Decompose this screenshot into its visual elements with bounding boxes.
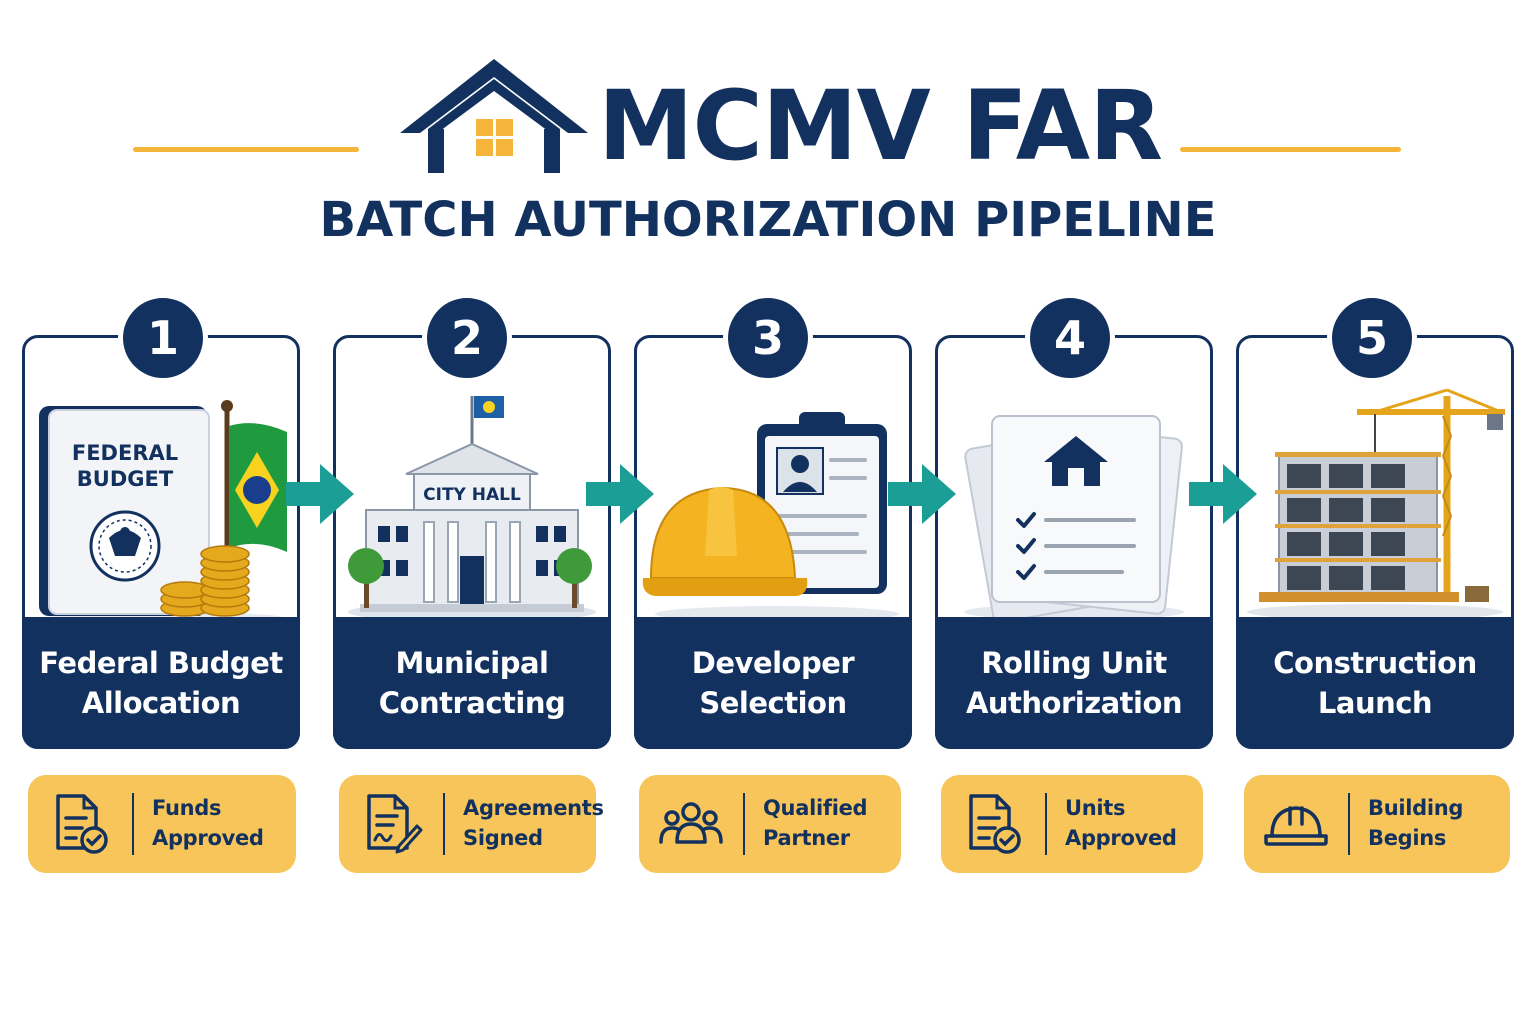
step-label-5: Construction Launch: [1273, 646, 1477, 720]
step-label-4: Rolling Unit Authorization: [965, 646, 1183, 720]
house-icon: [400, 59, 588, 173]
people-group-icon: [659, 802, 723, 844]
step-label-panel-1: Federal Budget Allocation: [22, 617, 300, 749]
budget-book-text-2: BUDGET: [77, 467, 174, 491]
step-label-panel-4: Rolling Unit Authorization: [935, 617, 1213, 749]
step-card-5: Construction Launch: [1236, 335, 1514, 749]
step-card-2: CITY HALL Municipal Contracting: [333, 335, 611, 749]
step-label-panel-5: Construction Launch: [1236, 617, 1514, 749]
status-text-3: Qualified Partner: [763, 796, 868, 850]
status-divider: [743, 793, 745, 855]
arrow-right-icon: [1189, 464, 1257, 524]
step-number-1: 1: [118, 293, 208, 383]
status-text-5: Building Begins: [1368, 796, 1464, 850]
status-text-1: Funds Approved: [152, 796, 264, 850]
status-badge-1: Funds Approved: [28, 775, 296, 873]
status-badge-3: Qualified Partner: [639, 775, 901, 873]
arrow-right-icon: [586, 464, 654, 524]
document-signature-icon: [367, 794, 423, 854]
status-badge-2: Agreements Signed: [339, 775, 604, 873]
title-rule-left: [133, 147, 359, 152]
status-badge-4: Units Approved: [941, 775, 1203, 873]
page-subtitle: BATCH AUTHORIZATION PIPELINE: [319, 192, 1217, 248]
document-check-icon: [56, 794, 108, 854]
step-number-5: 5: [1327, 293, 1417, 383]
title-rule-right: [1180, 147, 1401, 152]
step-number-4: 4: [1025, 293, 1115, 383]
hardhat-icon: [1264, 806, 1328, 846]
hardhat-clipboard-icon: [642, 412, 899, 622]
status-divider: [443, 793, 445, 855]
arrow-right-icon: [286, 464, 354, 524]
step-label-panel-3: Developer Selection: [634, 617, 912, 749]
step-label-3: Developer Selection: [691, 646, 855, 720]
status-text-4: Units Approved: [1065, 796, 1177, 850]
status-text-2: Agreements Signed: [463, 796, 604, 850]
authorization-documents-icon: [964, 415, 1184, 624]
step-label-2: Municipal Contracting: [378, 646, 566, 720]
step-number-3: 3: [723, 293, 813, 383]
budget-book-text-1: FEDERAL: [72, 441, 178, 465]
page-title: MCMV FAR: [598, 70, 1163, 182]
status-divider: [132, 793, 134, 855]
federal-budget-icon: FEDERAL BUDGET: [39, 400, 287, 624]
city-hall-icon: CITY HALL: [348, 396, 596, 622]
status-divider: [1045, 793, 1047, 855]
step-label-1: Federal Budget Allocation: [39, 646, 283, 720]
status-divider: [1348, 793, 1350, 855]
step-card-3: Developer Selection: [634, 335, 912, 749]
step-label-panel-2: Municipal Contracting: [333, 617, 611, 749]
step-number-2: 2: [422, 293, 512, 383]
document-check-icon: [969, 794, 1021, 854]
step-card-1: FEDERAL BUDGET Federal Budget Allocation: [22, 335, 300, 749]
arrow-right-icon: [888, 464, 956, 524]
city-hall-sign-text: CITY HALL: [423, 485, 521, 505]
building-crane-icon: [1247, 388, 1505, 620]
step-card-4: Rolling Unit Authorization: [935, 335, 1213, 749]
status-badge-5: Building Begins: [1244, 775, 1510, 873]
